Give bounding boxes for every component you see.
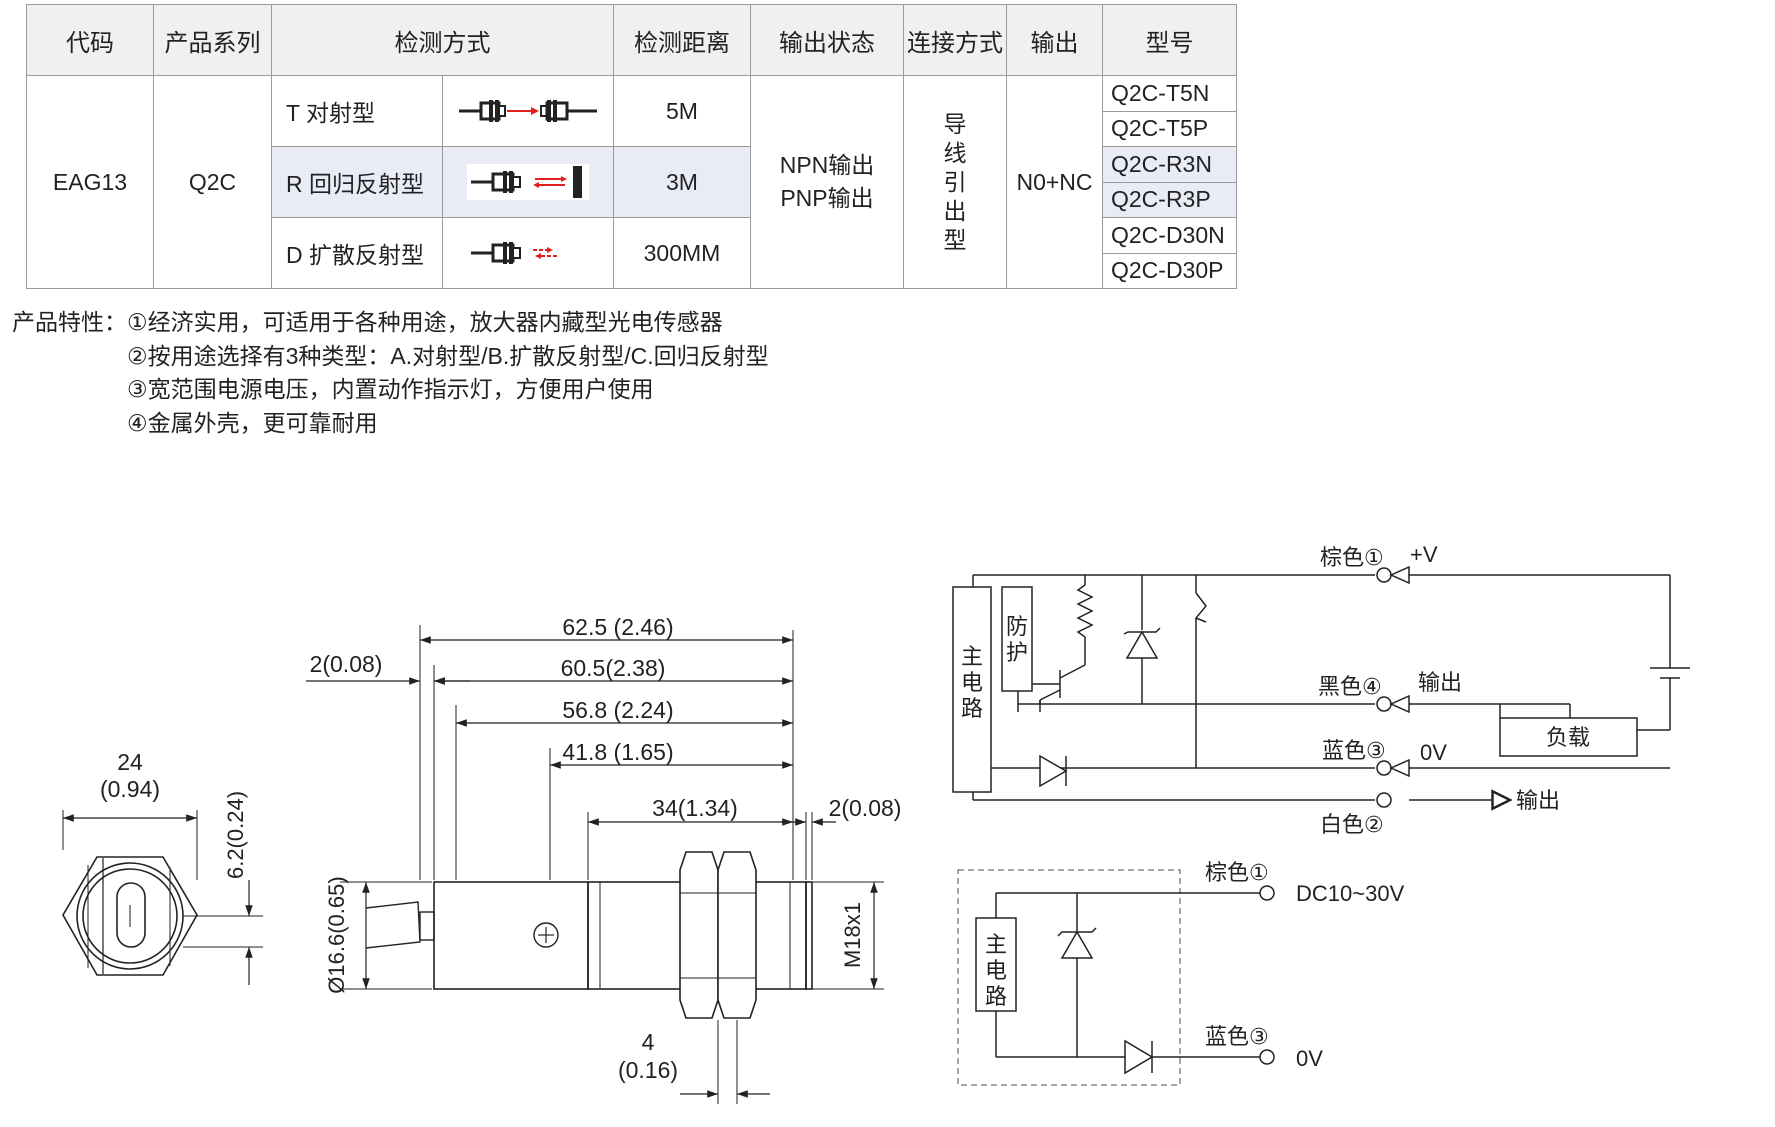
label-protection: 防 [1006, 615, 1028, 640]
label-main-circuit: 电 [985, 959, 1007, 984]
table-row: D 扩散反射型 300MM Q2C-D30N [27, 217, 1237, 289]
diffuse-reflective-icon [442, 217, 614, 289]
dim-56: 56.8 (2.24) [562, 697, 673, 723]
feature-item: ②按用途选择有3种类型：A.对射型/B.扩散反射型/C.回归反射型 [127, 342, 769, 369]
connection-char: 线 [943, 139, 967, 166]
label-main-circuit: 主 [961, 645, 983, 670]
connection-char: 导 [943, 110, 967, 137]
label-0v: 0V [1296, 1046, 1323, 1071]
table-row: Q2C-R3P [27, 181, 1237, 218]
label-plus-v: +V [1410, 542, 1438, 567]
spec-table: 代码 产品系列 检测方式 检测距离 输出状态 连接方式 输出 型号 EAG13 … [26, 4, 1237, 289]
cell-model: Q2C-T5P [1102, 110, 1237, 147]
dim-overall: 62.5 (2.46) [562, 614, 673, 640]
feature-item: ③宽范围电源电压，内置动作指示灯，方便用户使用 [127, 376, 654, 402]
label-0v: 0V [1420, 740, 1447, 765]
table-header-row: 代码 产品系列 检测方式 检测距离 输出状态 连接方式 输出 型号 [26, 4, 1237, 76]
feature-item: ①经济实用，可适用于各种用途，放大器内藏型光电传感器 [127, 309, 723, 335]
cell-model: Q2C-D30N [1102, 217, 1237, 254]
features-list: 产品特性：①经济实用，可适用于各种用途，放大器内藏型光电传感器 ②按用途选择有3… [12, 306, 769, 440]
header-distance: 检测距离 [613, 4, 751, 76]
label-output2: 输出 [1516, 789, 1560, 814]
label-main-circuit: 电 [961, 671, 983, 696]
through-beam-icon [442, 75, 614, 147]
protection-box [1001, 586, 1033, 692]
table-row: EAG13 Q2C T 对射型 5M [26, 75, 1237, 289]
label-protection: 护 [1006, 641, 1028, 666]
connection-char: 引 [943, 168, 967, 195]
cell-model: Q2C-R3N [1102, 146, 1237, 183]
label-main-circuit: 主 [985, 933, 1007, 958]
label-brown: 棕色① [1205, 861, 1269, 886]
cell-method-t: T 对射型 [271, 75, 443, 147]
cell-output-state: NPN输出 PNP输出 [750, 75, 904, 289]
dim-34: 34(1.34) [652, 795, 738, 821]
header-model: 型号 [1102, 4, 1237, 76]
front-view [62, 810, 263, 985]
wiring-diagram-dc [957, 869, 1275, 1086]
cell-output: N0+NC [1006, 75, 1103, 289]
header-output: 输出 [1006, 4, 1103, 76]
header-connection: 连接方式 [903, 4, 1007, 76]
table-row: Q2C-D30P [27, 252, 1237, 289]
wiring-diagram-npn [952, 565, 1690, 807]
cell-distance-r: 3M [613, 146, 751, 218]
load-box [1499, 717, 1638, 757]
dim-front-slot: 6.2(0.24) [223, 791, 248, 879]
main-circuit-box [952, 586, 992, 793]
label-brown: 棕色① [1320, 546, 1384, 571]
main-circuit-box [975, 917, 1017, 1012]
output-npn: NPN输出 [779, 152, 875, 178]
dim-body: 60.5(2.38) [561, 655, 666, 681]
header-code: 代码 [26, 4, 154, 76]
cell-model: Q2C-T5N [1102, 75, 1237, 112]
side-view [306, 625, 884, 1104]
label-black: 黑色④ [1318, 675, 1382, 700]
cell-model: Q2C-R3P [1102, 181, 1237, 218]
label-dc-range: DC10~30V [1296, 881, 1405, 906]
label-main-circuit: 路 [985, 985, 1007, 1010]
label-load: 负载 [1546, 726, 1590, 751]
cell-connection: 导 线 引 出 型 [903, 75, 1007, 289]
connection-char: 型 [943, 226, 967, 253]
cell-distance-t: 5M [613, 75, 751, 147]
dim-41: 41.8 (1.65) [562, 739, 673, 765]
connection-char: 出 [943, 197, 967, 224]
retro-reflective-icon [442, 146, 614, 218]
label-blue: 蓝色③ [1322, 739, 1386, 764]
dim-cable: 2(0.08) [310, 651, 383, 677]
dim-front-width-in: (0.94) [100, 776, 160, 802]
features-label: 产品特性： [12, 309, 127, 335]
dim-thread: M18x1 [840, 902, 865, 968]
label-output: 输出 [1418, 671, 1462, 696]
dim-tip: 2(0.08) [829, 795, 902, 821]
feature-item: ④金属外壳，更可靠耐用 [127, 409, 378, 436]
wiring-labels-dc: 棕色① DC10~30V 蓝色③ 0V 主 电 路 [985, 861, 1405, 1071]
dim-nut: 4 [642, 1029, 655, 1055]
dim-nut-in: (0.16) [618, 1057, 678, 1083]
label-main-circuit: 路 [961, 697, 983, 722]
cell-model: Q2C-D30P [1102, 252, 1237, 289]
table-row: R 回归反射型 3M Q2C-R3N [27, 146, 1237, 218]
dim-diameter: Ø16.6(0.65) [324, 876, 349, 993]
cell-method-d: D 扩散反射型 [271, 217, 443, 289]
cell-series: Q2C [153, 75, 272, 289]
wiring-labels-npn: 棕色① +V 黑色④ 输出 蓝色③ 0V 白色② 输出 负载 主 电 路 防 护 [961, 542, 1590, 838]
feature-line: 产品特性：①经济实用，可适用于各种用途，放大器内藏型光电传感器 [12, 306, 769, 340]
table-row: Q2C-T5P [27, 110, 1237, 147]
dim-front-width: 24 [117, 749, 143, 775]
header-output-state: 输出状态 [750, 4, 904, 76]
label-blue: 蓝色③ [1205, 1025, 1269, 1050]
output-pnp: PNP输出 [780, 185, 874, 211]
cell-code: EAG13 [26, 75, 154, 289]
label-white: 白色② [1320, 813, 1384, 838]
cell-distance-d: 300MM [613, 217, 751, 289]
